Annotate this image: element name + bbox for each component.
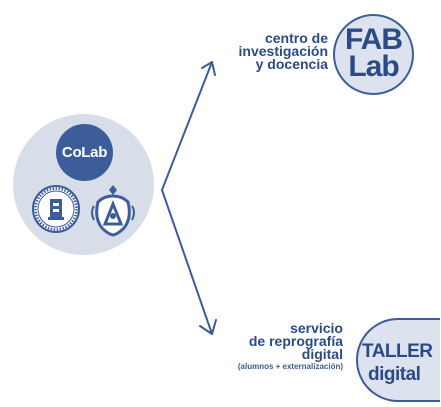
taller-badge-line-1: TALLER — [362, 341, 433, 362]
taller-line-2: de reprografía — [248, 333, 343, 349]
taller-note: (alumnos + externalización) — [237, 362, 343, 371]
crest-emblem-icon — [91, 185, 135, 237]
colab-logo: CoLab — [56, 124, 113, 181]
colab-hub: CoLab — [13, 114, 154, 255]
fablab-line-1: centro de — [264, 30, 328, 46]
taller-badge: TALLER digital — [356, 318, 440, 402]
arrow-head-bottom — [199, 319, 217, 335]
taller-badge-line-2: digital — [368, 364, 421, 385]
taller-line-1: servicio — [290, 320, 343, 336]
fablab-badge: FAB Lab — [333, 14, 414, 95]
fablab-line-2: investigación — [238, 43, 328, 59]
university-seal-icon — [32, 185, 80, 233]
arrow-head-top — [201, 61, 216, 76]
branch-line — [161, 61, 213, 335]
fablab-badge-line-2: Lab — [348, 50, 399, 83]
fablab-description: centro de investigación y docencia — [178, 30, 328, 72]
taller-line-3: digital — [301, 346, 343, 362]
fablab-badge-line-1: FAB — [345, 23, 403, 56]
fablab-line-3: y docencia — [255, 56, 328, 72]
taller-description: servicio de reprografía digital (alumnos… — [153, 320, 343, 373]
colab-logo-text: CoLab — [61, 144, 108, 161]
